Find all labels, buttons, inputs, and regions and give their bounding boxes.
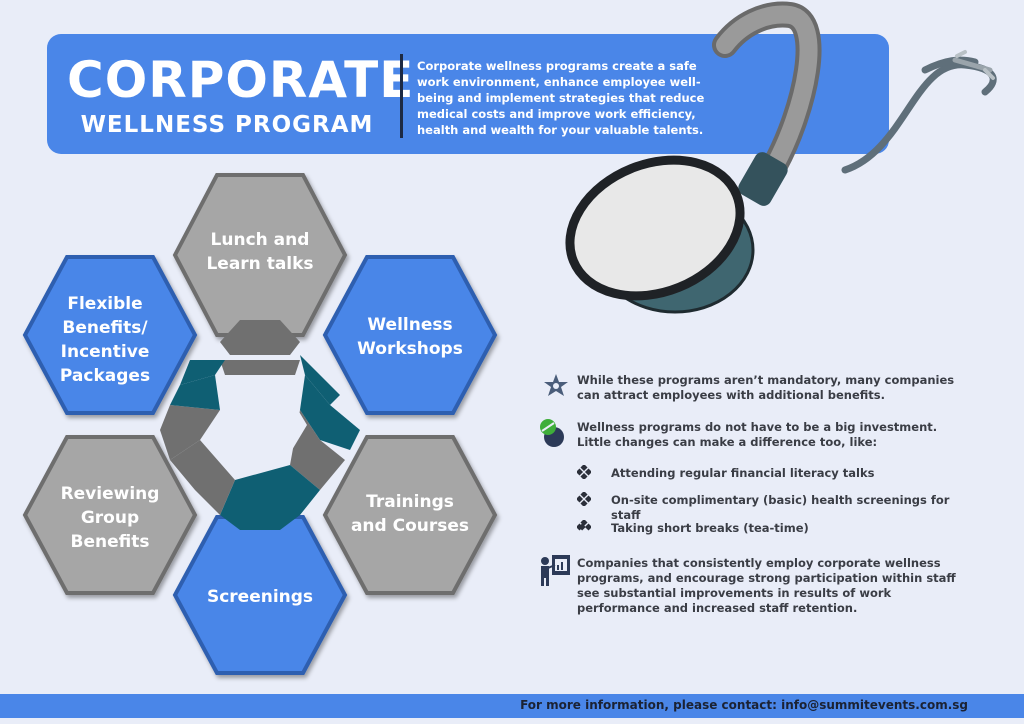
hexagon-cluster: Lunch and Learn talks Wellness Workshops…: [0, 160, 520, 690]
hex-label-reviewing: Reviewing Group Benefits: [35, 482, 185, 554]
hexagon-graphic: [22, 173, 498, 675]
hex-reviewing: [22, 435, 198, 595]
hex-label-screenings: Screenings: [185, 585, 335, 609]
hex-wellness-workshops: [322, 255, 498, 415]
hex-label-line: Benefits/: [62, 318, 148, 338]
diamond-bullet-icon: [577, 492, 591, 506]
info-point-2: Wellness programs do not have to be a bi…: [577, 420, 938, 449]
apple-tape-icon: [540, 419, 564, 447]
hex-label-line: Benefits: [70, 532, 150, 552]
hex-label-line: Wellness: [367, 315, 453, 335]
hex-label-flexible: Flexible Benefits/ Incentive Packages: [30, 292, 180, 388]
header-banner: CORPORATE WELLNESS PROGRAM Corporate wel…: [47, 34, 889, 154]
banner-description: Corporate wellness programs create a saf…: [417, 59, 705, 137]
page-title: CORPORATE: [67, 51, 415, 109]
presenter-icon: [541, 555, 570, 586]
gear-ring: [160, 320, 360, 530]
sub-item-3: Taking short breaks (tea-time): [611, 521, 809, 535]
sheriff-star-icon: [544, 374, 568, 396]
footer-bar: For more information, please contact: in…: [0, 694, 1024, 718]
diamond-bullet-icon: [577, 465, 591, 479]
banner-divider: [400, 54, 403, 138]
hex-label-line: Packages: [59, 366, 151, 386]
info-point-1: While these programs aren’t mandatory, m…: [577, 373, 955, 402]
hex-label-line: Learn talks: [206, 254, 314, 274]
hex-label-line: Screenings: [206, 587, 314, 607]
hex-label-line: and Courses: [350, 516, 470, 536]
sub-item-2: On-site complimentary (basic) health scr…: [611, 493, 950, 522]
hex-label-lunch-learn: Lunch and Learn talks: [185, 228, 335, 276]
sub-item-1: Attending regular financial literacy tal…: [611, 466, 875, 480]
hex-label-line: Incentive: [60, 342, 150, 362]
hex-screenings: [172, 515, 348, 675]
hex-label-wellness-workshops: Wellness Workshops: [335, 313, 485, 361]
hex-label-line: Lunch and: [210, 230, 310, 250]
footer-contact: For more information, please contact: in…: [520, 698, 968, 712]
hex-label-line: Workshops: [357, 339, 463, 359]
stethoscope-icon: [565, 1, 997, 314]
hex-label-line: Flexible: [67, 294, 143, 314]
hex-label-line: Group: [80, 508, 140, 528]
hex-label-line: Trainings: [366, 492, 454, 512]
hex-label-trainings: Trainings and Courses: [335, 490, 485, 538]
hex-trainings: [322, 435, 498, 595]
info-point-3: Companies that consistently employ corpo…: [577, 556, 956, 615]
hex-lunch-learn: [172, 173, 348, 337]
hex-flexible: [22, 255, 198, 415]
page-subtitle: WELLNESS PROGRAM: [80, 112, 374, 138]
diamond-bullet-icon: [577, 520, 591, 531]
hex-label-line: Reviewing: [60, 484, 160, 504]
